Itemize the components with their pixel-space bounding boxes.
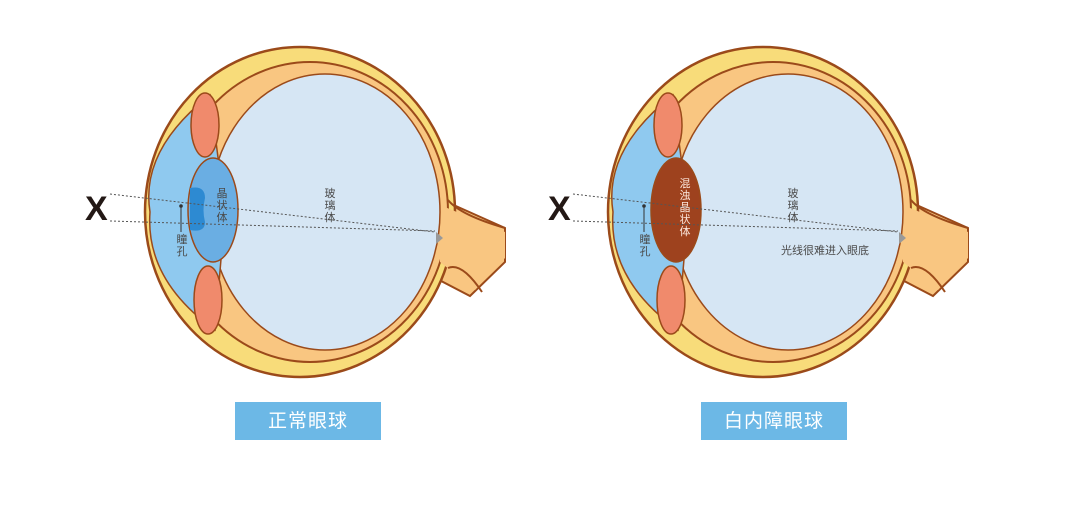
lens-label: 晶状体 (216, 187, 228, 224)
vitreous-label: 玻璃体 (787, 187, 799, 224)
normal-eye-diagram (109, 45, 506, 379)
cataract-eye-panel: X 瞳孔 混浊晶状体 玻璃体 光线很难进入眼底 白内障眼球 (548, 45, 969, 440)
cataract-eye-caption: 白内障眼球 (701, 402, 847, 440)
object-x-label: X (85, 190, 108, 228)
object-x-label: X (548, 190, 571, 228)
light-blocked-note: 光线很难进入眼底 (781, 244, 869, 257)
normal-eye-caption: 正常眼球 (235, 402, 381, 440)
vitreous-label: 玻璃体 (324, 187, 336, 224)
cataract-lens-label: 混浊晶状体 (679, 177, 691, 238)
normal-eye-panel: X 瞳孔 晶状体 玻璃体 正常眼球 (85, 45, 506, 440)
pupil-label: 瞳孔 (176, 233, 188, 258)
pupil-label: 瞳孔 (639, 233, 651, 258)
